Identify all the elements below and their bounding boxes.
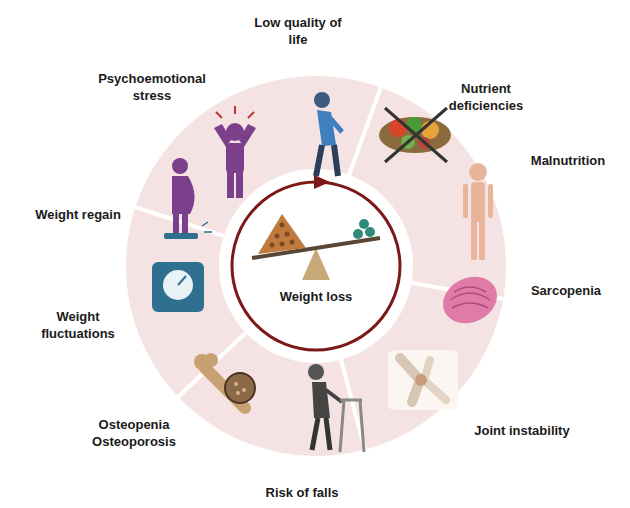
outcome-label: Malnutrition (520, 152, 616, 169)
outcome-label: Osteopenia Osteoporosis (79, 416, 189, 450)
inner-disc (219, 169, 413, 363)
outcome-label: Risk of falls (242, 484, 362, 501)
elderly-walker (308, 364, 364, 452)
seesaw-icon (252, 214, 380, 280)
ring-dividers (135, 87, 503, 450)
muscle-tissue (435, 268, 504, 332)
outcome-label: Nutrient deficiencies (441, 80, 531, 114)
outer-ring (126, 76, 506, 456)
bathroom-scale (152, 262, 204, 312)
outcome-label: Weight fluctuations (28, 308, 128, 342)
knee-joint (388, 350, 458, 410)
person-on-scale (164, 158, 212, 239)
center-label: Weight loss (261, 289, 371, 304)
bone-icon (194, 353, 255, 408)
thin-body (463, 163, 493, 260)
outcome-label: Weight regain (28, 206, 128, 223)
stooped-figure (314, 92, 342, 176)
crossed-food (379, 108, 451, 162)
stress-figure (214, 106, 256, 198)
arrow-head (314, 175, 330, 189)
outcome-label: Low quality of life (253, 14, 343, 48)
outcome-label: Joint instability (474, 422, 570, 439)
center-node: Weight loss (261, 289, 371, 311)
outcome-label: Sarcopenia (518, 282, 614, 299)
cycle-arrow (232, 182, 400, 350)
outcome-label: Psychoemotional stress (87, 70, 217, 104)
